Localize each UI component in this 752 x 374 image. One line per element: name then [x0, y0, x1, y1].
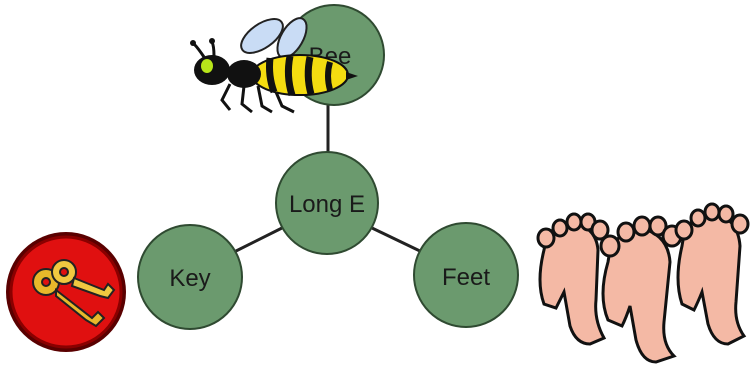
connector-center-key	[234, 228, 282, 252]
node-center-label: Long E	[289, 191, 365, 218]
keys-icon	[6, 232, 126, 352]
node-key-label: Key	[169, 265, 210, 292]
node-feet: Feet	[414, 223, 518, 327]
connector-center-feet	[372, 228, 422, 252]
node-feet-label: Feet	[442, 264, 490, 291]
node-center: Long E	[276, 152, 378, 254]
feet-icon	[538, 204, 748, 362]
node-key: Key	[138, 225, 242, 329]
